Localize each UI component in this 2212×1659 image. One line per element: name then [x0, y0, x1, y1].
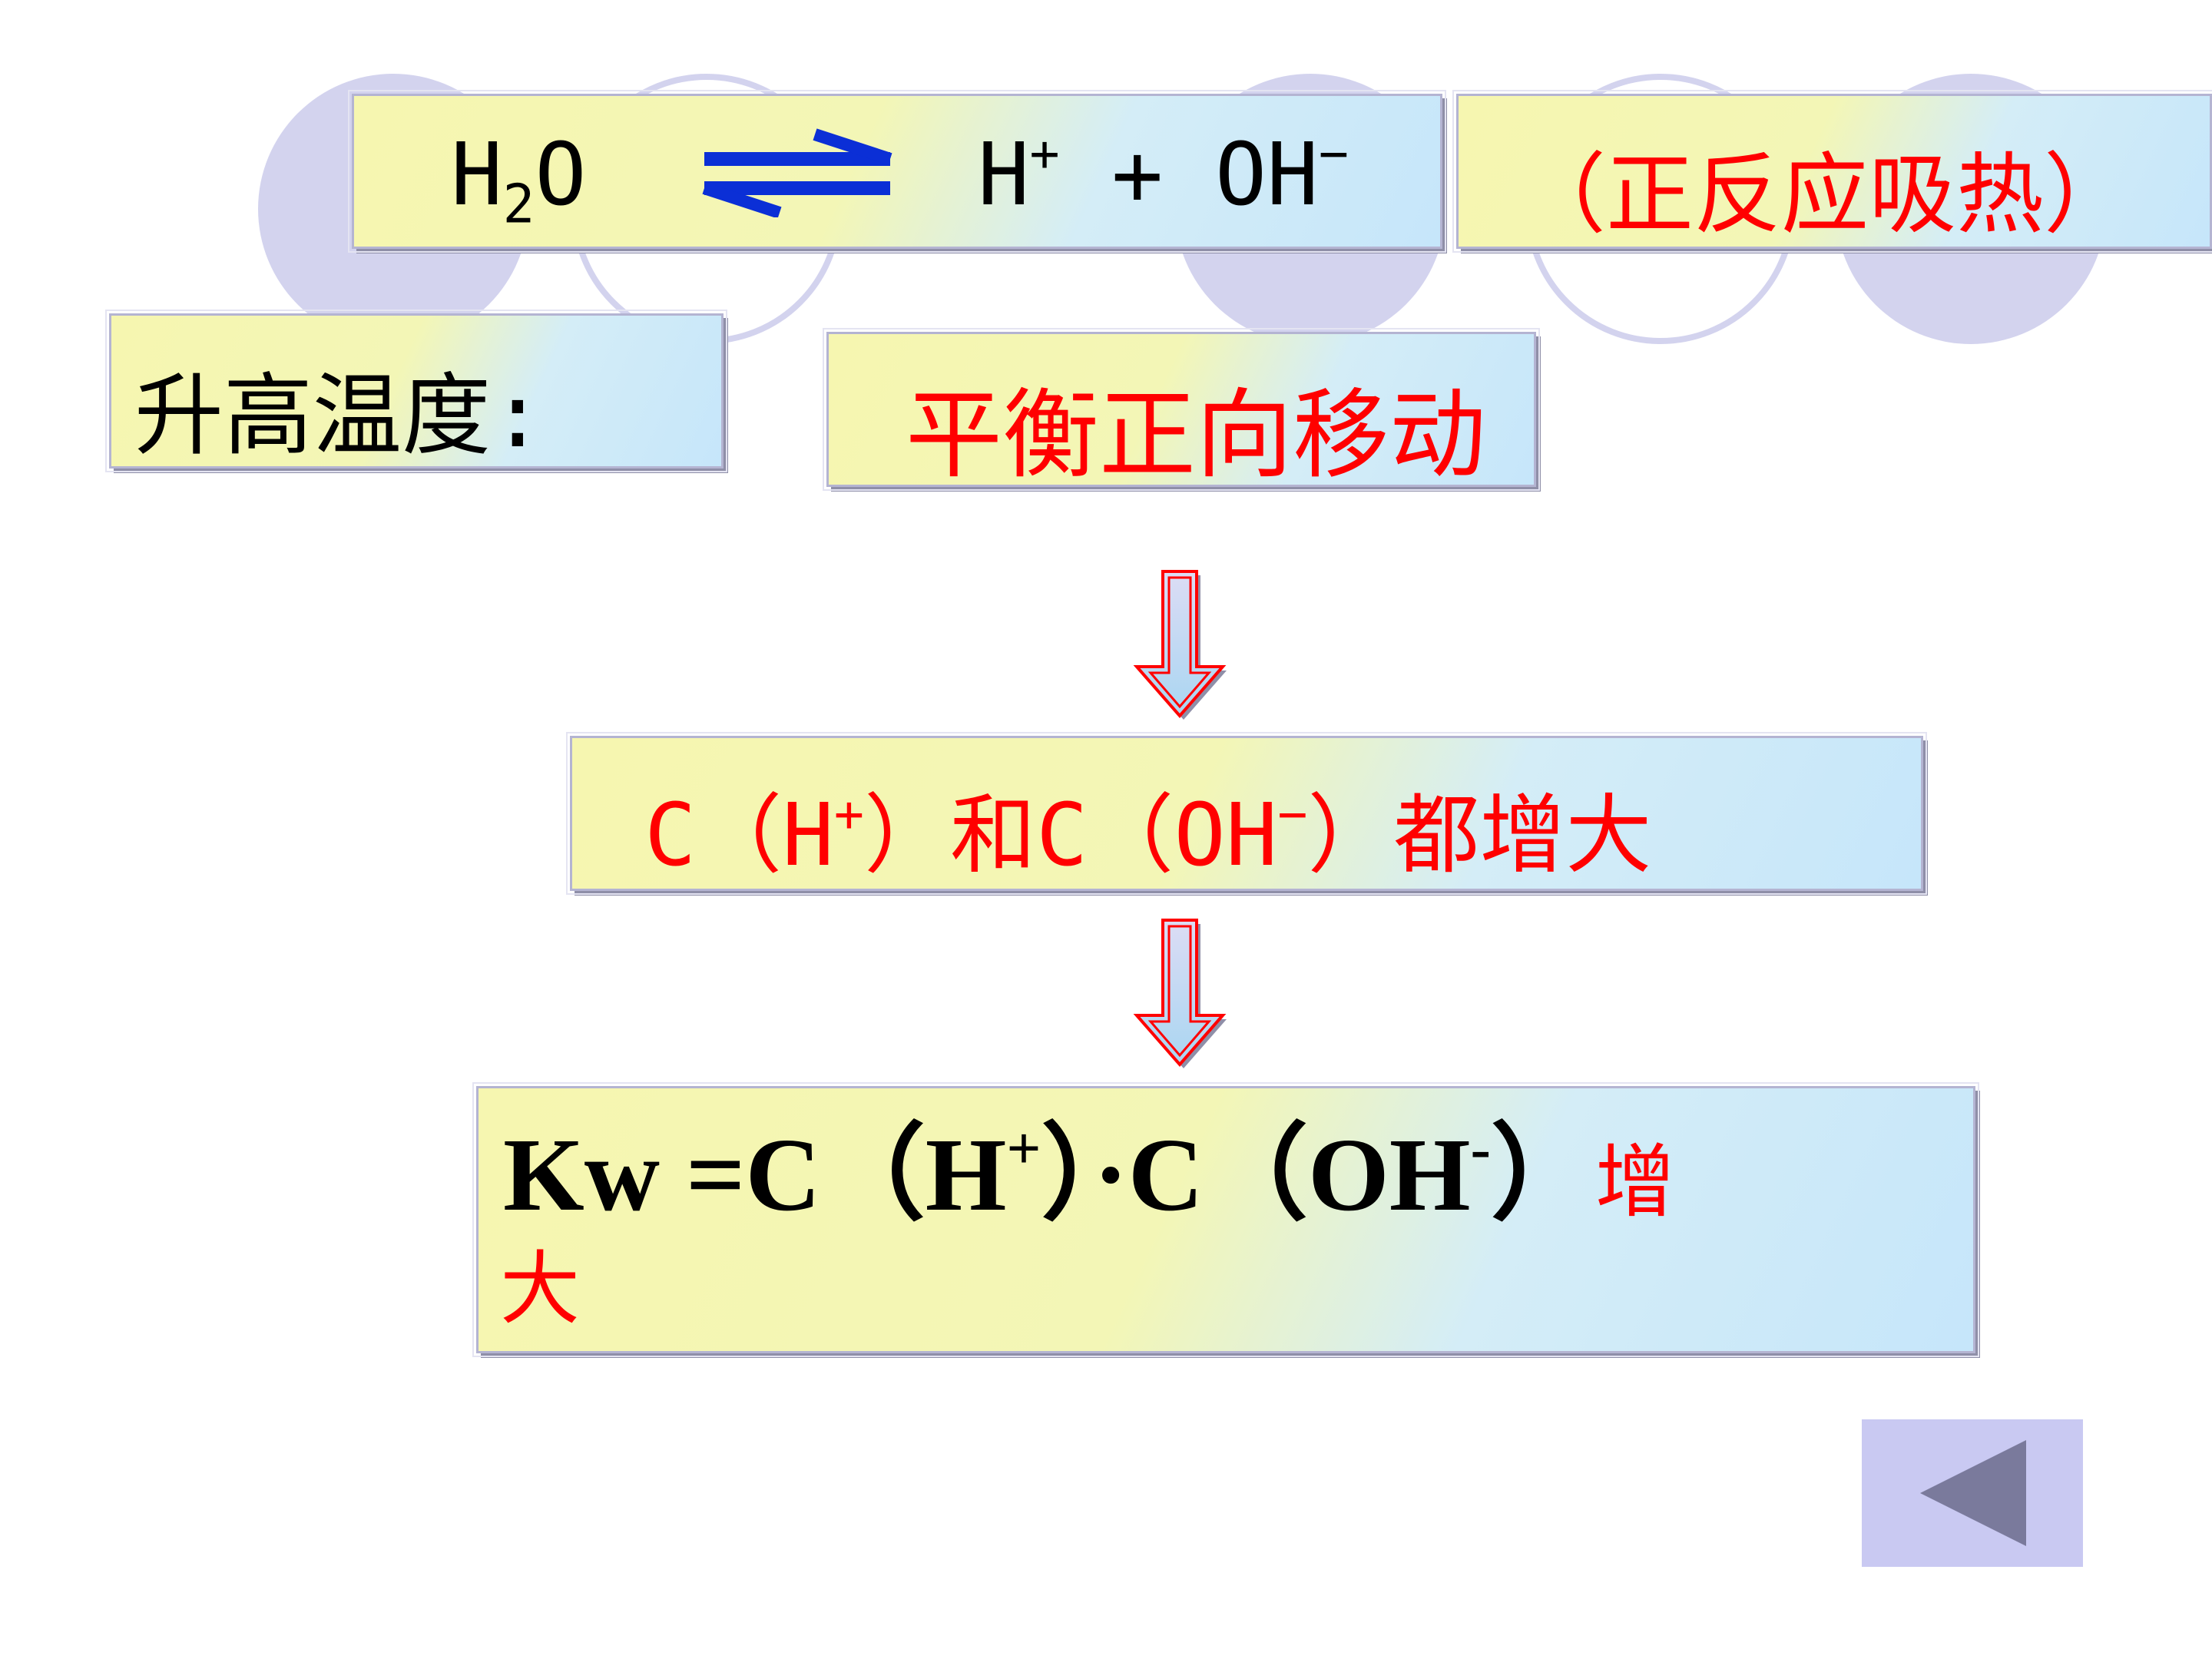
kw-box: Kw =C（H+）·C（OH-）增 大 [472, 1082, 1979, 1357]
condition-label: 升高温度: [134, 364, 545, 468]
concentration-box: C（H+）和C（OH−）都增大 [566, 732, 1927, 895]
back-triangle-icon [1920, 1440, 2026, 1546]
equation-box: H2O H+ + OH− [348, 90, 1446, 253]
equilibrium-shift-text: 平衡正向移动 [906, 379, 1486, 492]
reactant-water: H2O [451, 125, 587, 236]
concentration-text: C（H+）和C（OH−）都增大 [644, 785, 1652, 886]
equilibrium-arrows-icon [701, 125, 893, 238]
kw-effect-continued: 大 [500, 1242, 581, 1336]
product-ions: H+ + OH− [978, 124, 1349, 225]
kw-expression: Kw =C（H+）·C（OH-）增 [503, 1115, 1675, 1233]
condition-box: 升高温度: [105, 310, 727, 472]
down-arrow-icon [1132, 568, 1227, 725]
endothermic-note: （正反应吸热） [1518, 144, 2132, 246]
back-button[interactable] [1862, 1419, 2083, 1567]
equilibrium-shift-box: 平衡正向移动 [823, 328, 1540, 492]
endothermic-note-box: （正反应吸热） [1452, 90, 2212, 253]
down-arrow-icon [1132, 917, 1227, 1074]
